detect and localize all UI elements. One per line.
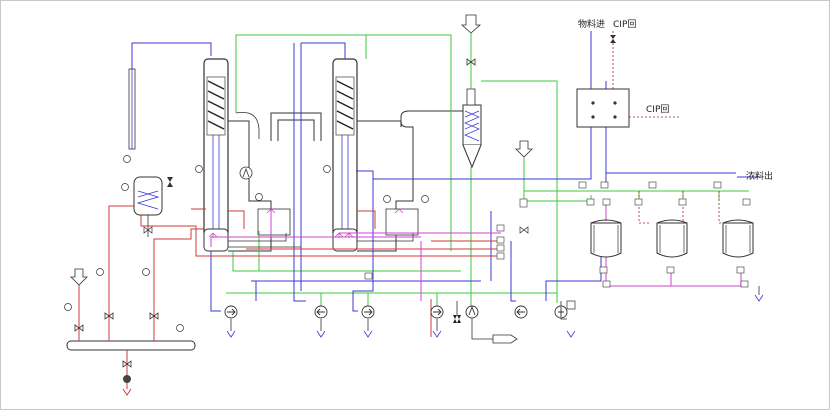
condenser [400,88,482,169]
check-valve-icon [453,315,461,323]
gauge-icon [64,155,429,332]
feed-in-label: 物料进 [578,18,605,30]
valve-box-icon [364,181,751,288]
cip-station [576,88,630,128]
coil-icon [464,110,480,142]
valve-icon [519,226,529,234]
preheater-column [128,42,212,150]
evaporator-2 [332,58,358,252]
pump-icon [514,305,528,319]
valve-icon [167,177,173,187]
tank-icon [722,219,754,258]
pump-icon [314,305,328,319]
pump-icon [430,305,444,319]
drain-device-icon [122,375,132,396]
cip-dashed-lines [612,31,731,224]
condensate-lines [228,233,567,320]
pump-icon [465,305,479,319]
outlet-arrow-icon [471,318,518,344]
tank-icon [590,219,622,258]
pump-icon [224,305,238,319]
ground-icon [226,294,764,338]
vapor-duct-1-2 [270,112,322,141]
product-out-label: 浓料出 [746,170,773,182]
valve-icon [74,312,159,368]
separator-1 [228,112,291,252]
arrow-down-icon [460,14,533,158]
cip-return-side-label: CIP回 [646,104,669,115]
steam-to-evaporators [171,208,501,337]
vapor-lines [210,41,761,312]
separator-2 [357,120,419,252]
valve-icon [143,226,153,234]
steam-lines [78,196,206,389]
steam-inlet-arrow-icon [70,268,88,286]
pump-icon [554,305,568,319]
preheater-vessel [133,176,163,237]
tank-icon [656,219,688,258]
evaporator-1 [203,58,229,252]
pump-icon [361,305,375,319]
cip-return-top-label: CIP回 [613,19,636,30]
steam-header [66,340,196,351]
valve-icon [610,35,616,43]
